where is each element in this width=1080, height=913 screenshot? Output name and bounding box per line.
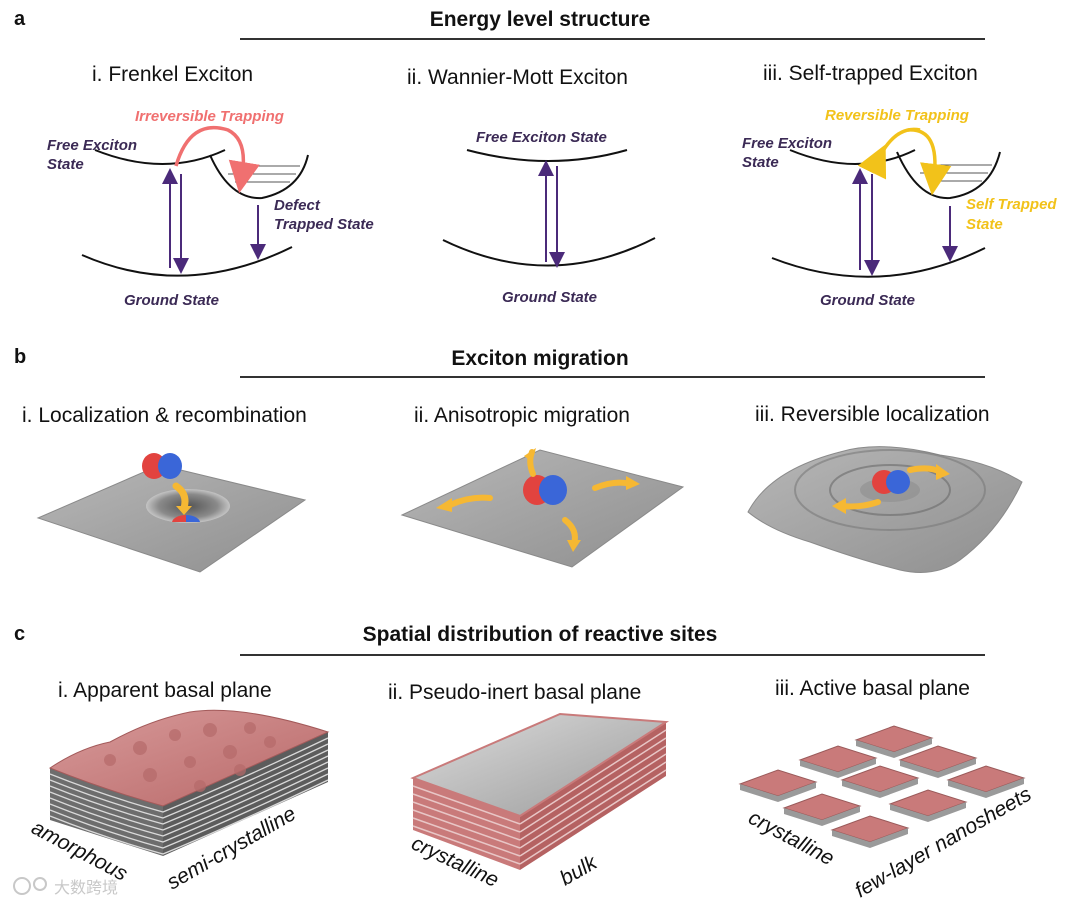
nanosheet [840, 765, 920, 798]
sites-sub-3: iii. Active basal plane [775, 677, 970, 700]
stack-layer-lines [49, 737, 329, 855]
ring-arrow-right-head [936, 464, 950, 480]
bulk-layer-lines [412, 729, 667, 865]
reversible-illustration [747, 446, 1023, 573]
ste-ground-label: Ground State [820, 292, 915, 309]
migration-sub-1: i. Localization & recombination [22, 404, 307, 427]
watermark-logo-icon [13, 877, 31, 895]
anisotropic-illustration [400, 448, 685, 568]
rippled-surface [747, 446, 1023, 573]
falling-arrow [172, 482, 189, 512]
migration-arrow-right-head [626, 476, 640, 490]
irreversible-trapping-label: Irreversible Trapping [135, 108, 284, 125]
bulk-stack: crystalline bulk [408, 712, 670, 892]
migration-sub-3: iii. Reversible localization [755, 403, 990, 426]
exciton-trapped [172, 514, 200, 522]
nanosheet [798, 745, 878, 778]
wannier-subtitle: ii. Wannier-Mott Exciton [407, 66, 628, 89]
sites-sub-1: i. Apparent basal plane [58, 679, 272, 702]
self-trapped-subtitle: iii. Self-trapped Exciton [763, 62, 978, 85]
localization-illustration [36, 453, 307, 573]
nanosheet-array: crystalline few-layer nanosheets [738, 725, 1036, 902]
frenkel-free-state-label: Free Exciton [47, 137, 137, 154]
defect-state-label-2: Trapped State [274, 216, 374, 233]
panel-b-title: Exciton migration [451, 347, 629, 370]
reversible-trapping-arrow-forward [907, 128, 952, 196]
self-trapped-state-label-2: State [966, 216, 1003, 233]
migration-arrow-left [447, 494, 493, 508]
nanosheet [854, 725, 934, 758]
frenkel-ground-level [81, 246, 293, 277]
wannier-ground-level [442, 237, 656, 267]
frenkel-ground-label: Ground State [124, 292, 219, 309]
exciton-ring [872, 470, 910, 494]
nanosheet [888, 789, 968, 822]
reversible-trapping-label: Reversible Trapping [825, 107, 969, 124]
frenkel-subtitle: i. Frenkel Exciton [92, 63, 254, 86]
frenkel-diagram: Irreversible Trapping Free Exciton State… [47, 108, 374, 309]
wannier-free-state-label: Free Exciton State [476, 129, 607, 146]
falling-arrow-head [176, 506, 192, 515]
exciton-center [523, 475, 567, 505]
frenkel-free-level [94, 149, 226, 165]
nanosheet [782, 793, 862, 826]
ste-free-state-label: Free Exciton [742, 135, 832, 152]
wannier-ground-label: Ground State [502, 289, 597, 306]
self-trapped-diagram: Reversible Trapping Free Exciton State S… [742, 107, 1057, 309]
wannier-free-level [466, 149, 628, 162]
ste-free-state-label-2: State [742, 154, 779, 171]
self-trapped-state-label: Self Trapped [966, 196, 1057, 213]
amorphous-stack: amorphous semi-crystalline [28, 709, 330, 894]
nanosheet [738, 769, 818, 802]
panel-c-rule [240, 654, 985, 656]
watermark-logo-icon-2 [33, 877, 47, 891]
migration-arrow-up-head [524, 448, 536, 462]
panel-c-title: Spatial distribution of reactive sites [362, 623, 718, 646]
bulk-top-surface [410, 712, 670, 818]
bulk-label: bulk [556, 850, 602, 890]
panel-letter-b: b [14, 346, 27, 368]
ripple-ring [829, 464, 951, 516]
nanosheet [830, 815, 910, 848]
watermark: 大数跨境 [13, 877, 118, 897]
nanosheet [946, 765, 1026, 798]
frenkel-defect-well [209, 154, 309, 200]
panel-a-title: Energy level structure [429, 8, 651, 31]
surface-texture [104, 722, 276, 792]
ste-trap-well [896, 151, 1001, 200]
flat-surface-2 [400, 449, 685, 568]
nanosheet [898, 745, 978, 778]
watermark-text: 大数跨境 [54, 878, 118, 897]
sites-sub-2: ii. Pseudo-inert basal plane [388, 681, 642, 704]
migration-arrow-left-head [436, 498, 452, 512]
wannier-diagram: Free Exciton State Ground State [442, 129, 656, 306]
panel-a-rule [240, 38, 985, 40]
irreversible-trapping-arrow [174, 125, 260, 194]
defect-state-label: Defect [274, 197, 321, 214]
exciton-top [142, 453, 182, 479]
frenkel-free-state-label-2: State [47, 156, 84, 173]
ring-arrow-left-head [832, 498, 846, 514]
ste-free-level [789, 149, 916, 165]
ripple-ring [794, 449, 986, 531]
panel-letter-a: a [14, 8, 26, 30]
ste-ground-level [771, 247, 986, 278]
migration-arrow-down-head [567, 540, 581, 552]
panel-letter-c: c [14, 623, 26, 645]
migration-sub-2: ii. Anisotropic migration [414, 404, 630, 427]
panel-b-rule [240, 376, 985, 378]
